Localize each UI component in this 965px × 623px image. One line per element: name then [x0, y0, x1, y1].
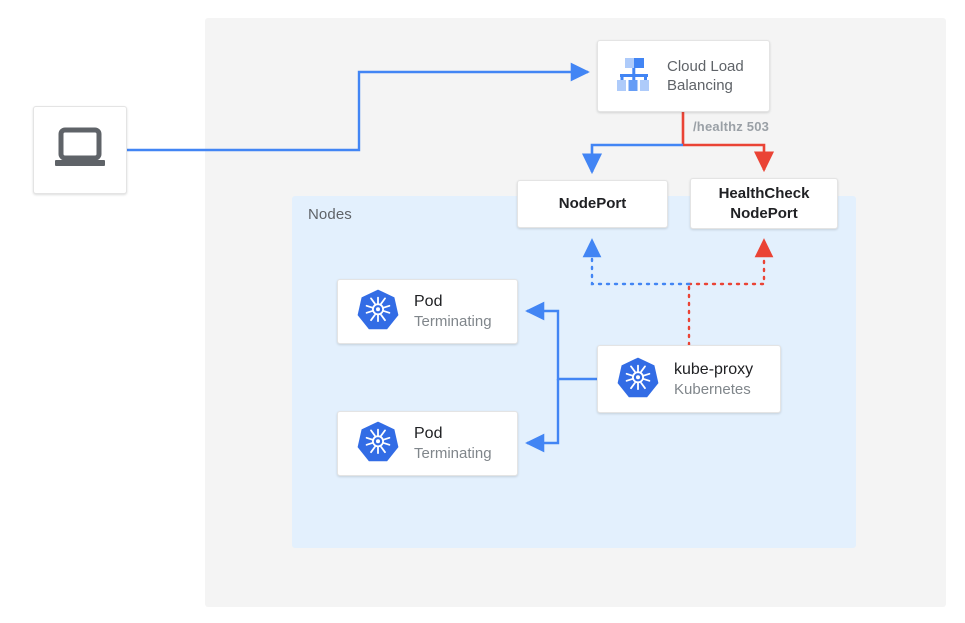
healthcheck-nodeport-card[interactable]: HealthCheck NodePort: [690, 178, 838, 229]
cloud-load-balancing-card[interactable]: Cloud Load Balancing: [597, 40, 770, 112]
healthcheck-nodeport-label: HealthCheck NodePort: [719, 184, 810, 224]
nodeport-label: NodePort: [558, 195, 627, 212]
healthz-edge-label: /healthz 503: [693, 119, 770, 134]
kubernetes-icon: [356, 419, 400, 468]
client-device-card[interactable]: [33, 106, 127, 194]
healthcheck-nodeport-line2: NodePort: [730, 204, 798, 222]
nodes-panel-label: Nodes: [308, 206, 352, 223]
laptop-icon: [52, 126, 108, 175]
healthcheck-nodeport-line1: HealthCheck: [718, 184, 810, 202]
clb-line2: Balancing: [667, 77, 733, 94]
pod-1-title: Pod: [414, 293, 443, 310]
kubernetes-icon: [616, 355, 660, 404]
kube-proxy-text: kube-proxy Kubernetes: [674, 359, 753, 400]
pod-1-text: Pod Terminating: [414, 291, 492, 332]
kube-proxy-subtitle: Kubernetes: [674, 380, 751, 398]
pod-card-1[interactable]: Pod Terminating: [337, 279, 518, 344]
cloud-load-balancing-icon: [609, 51, 655, 102]
pod-1-subtitle: Terminating: [414, 313, 492, 330]
kube-proxy-title: kube-proxy: [674, 360, 754, 378]
pod-2-text: Pod Terminating: [414, 423, 492, 464]
nodeport-card[interactable]: NodePort: [517, 180, 668, 228]
kubernetes-icon: [356, 287, 400, 336]
pod-2-title: Pod: [414, 425, 443, 442]
pod-card-2[interactable]: Pod Terminating: [337, 411, 518, 476]
cloud-load-balancing-label: Cloud Load Balancing: [667, 57, 744, 95]
clb-line1: Cloud Load: [667, 58, 744, 75]
kube-proxy-card[interactable]: kube-proxy Kubernetes: [597, 345, 781, 413]
pod-2-subtitle: Terminating: [414, 445, 492, 462]
